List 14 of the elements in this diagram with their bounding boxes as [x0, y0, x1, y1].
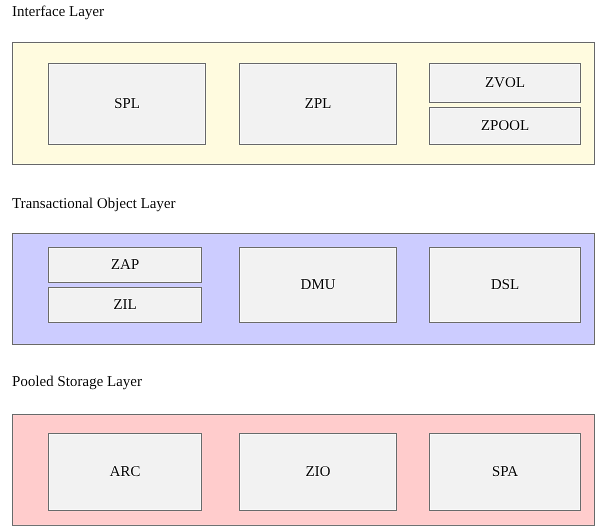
component-box: ZIL — [48, 287, 202, 323]
component-box: SPA — [429, 433, 581, 511]
layer-title: Interface Layer — [12, 4, 104, 21]
layer-title: Pooled Storage Layer — [12, 374, 142, 391]
component-box: DSL — [429, 247, 581, 323]
component-box: ZPL — [239, 63, 397, 145]
component-box: ZPOOL — [429, 107, 581, 145]
component-box: DMU — [239, 247, 397, 323]
component-box: ZIO — [239, 433, 397, 511]
layer-title: Transactional Object Layer — [12, 196, 176, 213]
component-box: ZAP — [48, 247, 202, 283]
component-box: ARC — [48, 433, 202, 511]
component-box: SPL — [48, 63, 206, 145]
component-box: ZVOL — [429, 63, 581, 103]
